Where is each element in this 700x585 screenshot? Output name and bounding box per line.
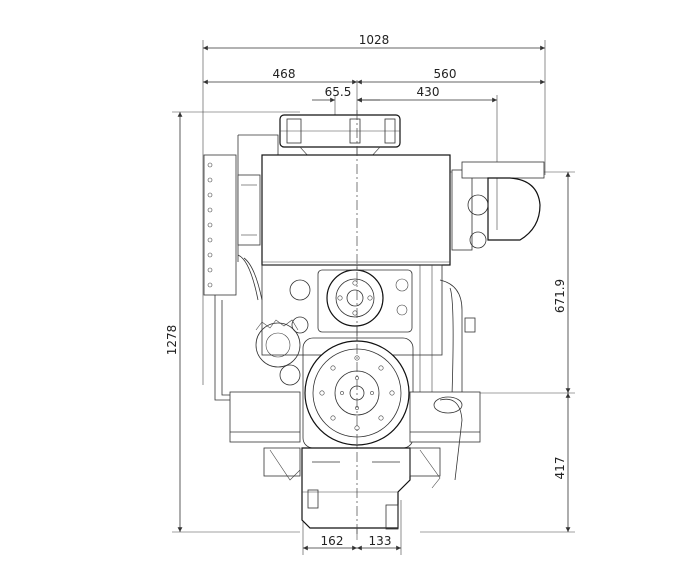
manifold-bolts: [207, 162, 213, 288]
dim-base-right: 133: [369, 534, 392, 548]
flywheel-bolts: [319, 355, 395, 431]
dim-offset-right: 430: [417, 85, 440, 99]
dim-offset-small: 65.5: [325, 85, 352, 99]
dim-left-width: 468: [273, 67, 296, 81]
dim-right-width: 560: [434, 67, 457, 81]
dim-overall-width: 1028: [359, 33, 390, 47]
dim-lower-height: 417: [553, 457, 567, 480]
dimension-labels: 1028 468 560 65.5 430 1278 671.9 417 162…: [165, 33, 567, 548]
dimension-lines: [172, 40, 575, 555]
engine-outline: [203, 114, 545, 530]
dim-base-left: 162: [321, 534, 344, 548]
dim-upper-height: 671.9: [553, 279, 567, 313]
dim-overall-height: 1278: [165, 325, 179, 356]
